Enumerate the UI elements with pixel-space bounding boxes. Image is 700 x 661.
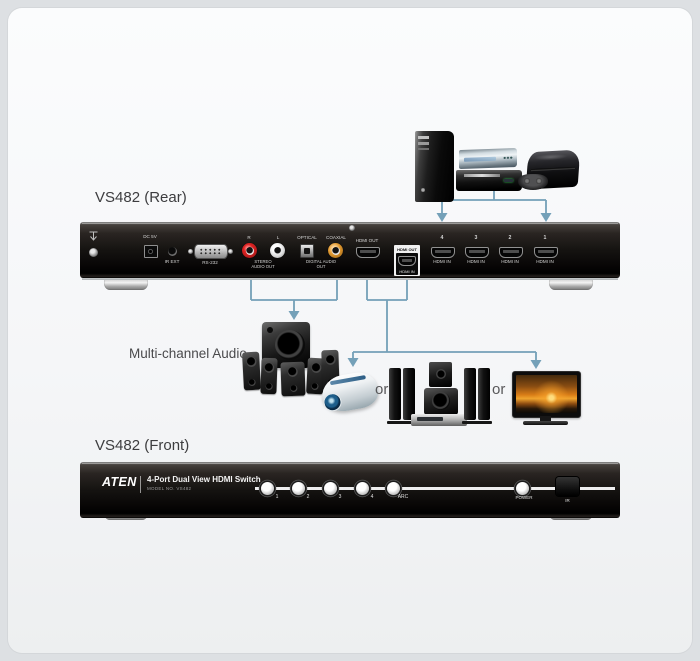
ir-label: IR bbox=[565, 498, 570, 503]
port-1-label: 1 bbox=[275, 494, 279, 500]
or-label: or bbox=[375, 381, 389, 398]
game-controller-icon bbox=[518, 174, 548, 190]
digital-out-label: DIGITAL AUDIO OUT bbox=[306, 259, 337, 269]
tower-speaker-icon bbox=[401, 368, 417, 424]
hdmi-out-b-label: HDMI OUT bbox=[397, 246, 417, 252]
grounding-icon bbox=[89, 231, 98, 241]
hdmi-in-4-port bbox=[431, 247, 455, 258]
hdmi-in-2-number: 2 bbox=[508, 235, 512, 241]
hdmi-in-3-port bbox=[465, 247, 489, 258]
screw-icon bbox=[228, 249, 233, 254]
port-1-led bbox=[277, 487, 280, 490]
hdmi-out-b-port bbox=[398, 255, 416, 266]
rear-section-label: VS482 (Rear) bbox=[95, 189, 187, 206]
av-receiver-icon bbox=[411, 414, 467, 426]
coaxial-port bbox=[328, 243, 343, 258]
coaxial-label: COAXIAL bbox=[326, 235, 346, 240]
tower-speaker-icon bbox=[462, 368, 478, 424]
power-button[interactable] bbox=[515, 481, 529, 495]
arc-led bbox=[403, 487, 406, 490]
center-speaker-icon bbox=[429, 362, 452, 387]
rounded-background bbox=[8, 8, 692, 653]
satellite-speaker-icon bbox=[242, 351, 261, 391]
port-2-led bbox=[308, 487, 311, 490]
ir-ext-port bbox=[168, 247, 177, 256]
power-label: POWER bbox=[515, 494, 533, 500]
power-led bbox=[532, 487, 535, 490]
hdmi-in-1-number: 1 bbox=[543, 235, 547, 241]
hdmi-out-a-port bbox=[356, 247, 380, 258]
optical-label: OPTICAL bbox=[297, 235, 317, 240]
ir-receiver-window bbox=[556, 477, 579, 496]
optical-port bbox=[300, 244, 314, 258]
tv-stand-neck bbox=[540, 416, 551, 421]
stereo-out-label: STEREO AUDIO OUT bbox=[251, 259, 275, 269]
hdmi-in-2-port bbox=[499, 247, 523, 258]
aten-logo: ATEN bbox=[102, 475, 137, 489]
arc-label: ARC bbox=[397, 494, 409, 500]
home-theater-subwoofer-icon bbox=[424, 388, 458, 415]
rca-red-port bbox=[242, 243, 257, 258]
power-jack-label: DC 5V bbox=[143, 234, 157, 239]
model-number: MODEL NO. VS482 bbox=[147, 486, 192, 491]
tower-speaker-icon bbox=[476, 368, 492, 424]
logo-divider bbox=[140, 476, 141, 493]
rear-base-edge bbox=[82, 277, 618, 280]
hdmi-in-3-label: HDMI IN bbox=[467, 259, 485, 264]
arc-button[interactable] bbox=[386, 481, 400, 495]
front-stripe bbox=[255, 486, 615, 490]
hdmi-in-3-number: 3 bbox=[474, 235, 478, 241]
hdmi-in-1-label: HDMI IN bbox=[536, 259, 554, 264]
port-4-label: 4 bbox=[370, 494, 374, 500]
port-4-button[interactable] bbox=[355, 481, 369, 495]
computer-tower-icon bbox=[415, 131, 454, 202]
tower-speaker-icon bbox=[387, 368, 403, 424]
tv-stand-base bbox=[523, 421, 568, 425]
rs232-port bbox=[194, 244, 228, 259]
stereo-r-label: R bbox=[247, 235, 251, 240]
dvd-player-icon bbox=[459, 147, 517, 170]
product-name: 4-Port Dual View HDMI Switch bbox=[147, 475, 261, 484]
port-4-led bbox=[372, 487, 375, 490]
satellite-speaker-icon bbox=[260, 357, 278, 395]
port-3-label: 3 bbox=[338, 494, 342, 500]
hdmi-in-4-label: HDMI IN bbox=[433, 259, 451, 264]
stereo-l-label: L bbox=[276, 235, 280, 240]
grounding-screw-icon bbox=[89, 248, 98, 257]
rear-panel: DC 5V IR EXT RS-232 R L STEREO AUDIO OUT… bbox=[80, 222, 620, 278]
tv-frame bbox=[512, 371, 581, 418]
hdmi-out-a-label: HDMI OUT bbox=[355, 238, 379, 243]
or-label: or bbox=[492, 381, 506, 398]
front-section-label: VS482 (Front) bbox=[95, 437, 190, 454]
tv-screen bbox=[516, 375, 577, 413]
screw-icon bbox=[349, 225, 355, 231]
port-3-button[interactable] bbox=[323, 481, 337, 495]
front-panel: ATEN 4-Port Dual View HDMI Switch MODEL … bbox=[80, 462, 620, 518]
rs232-label: RS-232 bbox=[202, 260, 218, 265]
port-1-button[interactable] bbox=[260, 481, 274, 495]
hdmi-out-b-inner: HDMI IN bbox=[396, 253, 418, 275]
hdmi-in-4-number: 4 bbox=[440, 235, 444, 241]
blu-ray-player-icon bbox=[456, 170, 522, 191]
hdmi-out-b-sublabel: HDMI IN bbox=[399, 268, 415, 274]
hdmi-in-2-label: HDMI IN bbox=[501, 259, 519, 264]
port-3-led bbox=[340, 487, 343, 490]
hdmi-in-1-port bbox=[534, 247, 558, 258]
multichannel-audio-label: Multi-channel Audio bbox=[129, 346, 247, 361]
ir-ext-label: IR EXT bbox=[164, 259, 180, 264]
port-2-button[interactable] bbox=[291, 481, 305, 495]
rca-white-port bbox=[270, 243, 285, 258]
port-2-label: 2 bbox=[306, 494, 310, 500]
hdmi-out-b-box: HDMI OUT HDMI IN bbox=[394, 245, 420, 276]
screw-icon bbox=[188, 249, 193, 254]
power-jack bbox=[144, 245, 158, 258]
satellite-speaker-icon bbox=[280, 361, 306, 397]
